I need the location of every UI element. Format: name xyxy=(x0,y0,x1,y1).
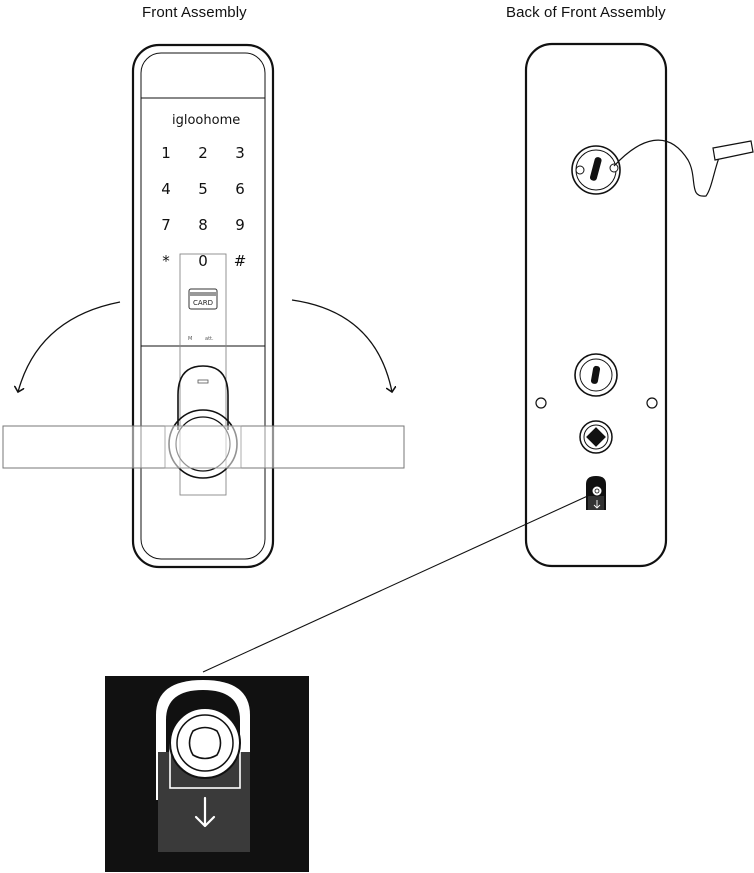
screw-icon xyxy=(188,726,222,760)
back-panel-outline xyxy=(524,42,668,568)
key-hash: # xyxy=(234,252,247,270)
key-star: * xyxy=(162,252,170,270)
key-8: 8 xyxy=(198,216,208,234)
key-0: 0 xyxy=(198,252,208,270)
square-spindle xyxy=(579,420,613,454)
mounting-hole-left xyxy=(535,397,547,409)
key-6: 6 xyxy=(235,180,245,198)
key-2: 2 xyxy=(198,144,208,162)
back-assembly-caption: Back of Front Assembly xyxy=(506,4,666,21)
small-label-att: att. xyxy=(205,336,214,342)
key-4: 4 xyxy=(161,180,171,198)
card-label: CARD xyxy=(193,299,213,307)
keypad: 1 2 3 4 5 6 7 8 9 * 0 # xyxy=(161,144,246,270)
rotate-left-arrow-icon xyxy=(18,301,121,392)
back-assembly xyxy=(202,42,754,673)
handle-hub-outline xyxy=(177,365,229,430)
front-panel-inner-outline xyxy=(140,52,266,560)
key-9: 9 xyxy=(235,216,245,234)
key-7: 7 xyxy=(161,216,171,234)
small-label-m: M xyxy=(188,336,192,342)
cable-connector xyxy=(712,140,754,161)
key-1: 1 xyxy=(161,144,171,162)
screw-detail-zoom xyxy=(105,676,309,872)
down-arrow-icon xyxy=(194,796,216,828)
key-3: 3 xyxy=(235,144,245,162)
key-5: 5 xyxy=(198,180,208,198)
handle-strip xyxy=(179,253,227,496)
brand-logo: igloohome xyxy=(172,113,240,128)
middle-cam xyxy=(574,353,618,397)
lever-handle xyxy=(2,425,405,469)
screw-bracket xyxy=(586,476,606,510)
callout-line xyxy=(202,493,593,673)
mounting-hole-right xyxy=(646,397,658,409)
rotate-right-arrow-icon xyxy=(291,299,392,392)
cable-spindle xyxy=(571,139,754,197)
cable xyxy=(613,139,721,197)
front-assembly: igloohome 1 2 3 4 5 6 7 8 9 * 0 # CARD M… xyxy=(2,43,405,569)
front-assembly-caption: Front Assembly xyxy=(142,4,247,21)
card-reader: CARD xyxy=(188,288,218,310)
